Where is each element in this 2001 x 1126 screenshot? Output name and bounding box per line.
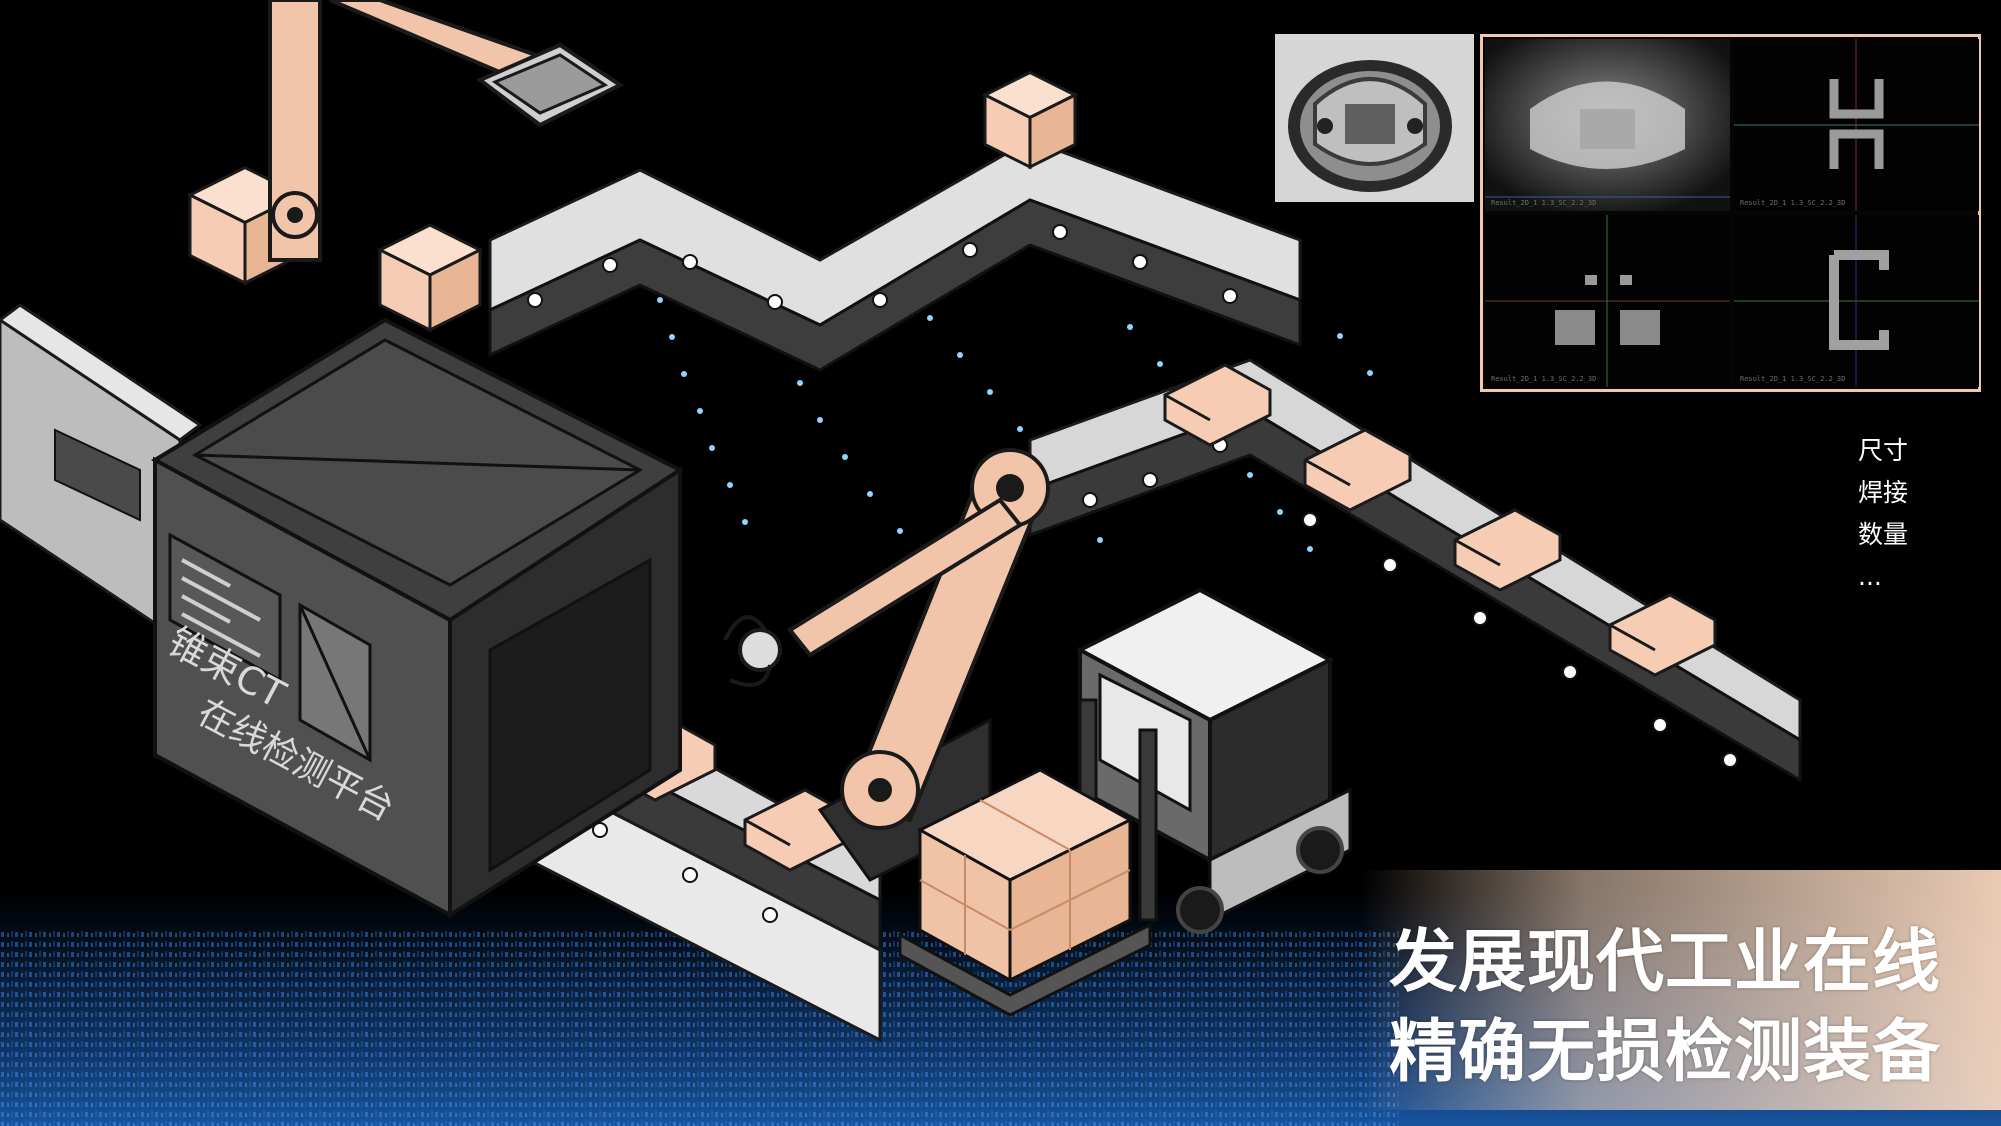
cargo-box-face xyxy=(1028,92,1077,170)
left-feed-conveyor xyxy=(0,303,203,643)
data-stream-dot xyxy=(1277,509,1283,515)
data-stream-dot xyxy=(669,334,675,340)
feature-item-more: ... xyxy=(1858,562,1882,591)
ct-slice-xz xyxy=(1485,215,1730,387)
data-stream-dot xyxy=(1157,361,1163,367)
data-stream-dot xyxy=(709,445,715,451)
data-stream-dot xyxy=(681,371,687,377)
ct-slice-xy xyxy=(1734,39,1979,211)
data-stream-dot xyxy=(697,408,703,414)
upper-conveyor xyxy=(488,138,1302,372)
ct-view-slice-yz[interactable]: Result_2D_1 1.3_SC_2.2_3D xyxy=(1734,215,1979,387)
feature-item-size: 尺寸 xyxy=(1858,436,1909,465)
cargo-box-edge xyxy=(1454,538,1501,567)
data-stream-dot xyxy=(1097,537,1103,543)
data-stream-dot xyxy=(727,482,733,488)
pallet-stack xyxy=(898,768,1152,1017)
data-stream-dot xyxy=(657,297,663,303)
data-stream-dot xyxy=(1307,546,1313,552)
ct-view-label: Result_2D_1 1.3_SC_2.2_3D xyxy=(1491,375,1597,383)
data-stream-dot xyxy=(867,491,873,497)
ct-view-label: Result_2D_1 1.3_SC_2.2_3D xyxy=(1740,199,1846,207)
sample-photo xyxy=(1275,34,1474,202)
headline-line-1: 发展现代工业在线 xyxy=(1388,923,1941,1002)
feature-item-welding: 焊接 xyxy=(1858,478,1909,507)
data-stream-dot xyxy=(987,389,993,395)
ct-3d-render xyxy=(1485,39,1730,211)
cargo-box xyxy=(1608,593,1717,677)
cargo-box-edge xyxy=(744,818,791,847)
cargo-box-face xyxy=(428,247,482,333)
inspection-features-list: 尺寸 焊接 数量 ... xyxy=(1858,430,1908,598)
ct-view-label: Result_2D_1 1.3_SC_2.2_3D xyxy=(1491,199,1597,207)
cargo-box xyxy=(1163,363,1272,447)
data-stream-dot xyxy=(927,315,933,321)
ct-slice-yz xyxy=(1734,215,1979,387)
headline-line-2: 精确无损检测装备 xyxy=(1388,1013,1941,1092)
headline-banner: 发展现代工业在线 精确无损检测装备 xyxy=(1360,870,2001,1110)
ct-view-label: Result_2D_1 1.3_SC_2.2_3D xyxy=(1740,375,1846,383)
data-stream-dot xyxy=(1247,472,1253,478)
data-stream-dot xyxy=(842,454,848,460)
cargo-box-edge xyxy=(1304,458,1351,487)
cargo-box-edge xyxy=(1609,623,1656,652)
data-stream-dot xyxy=(742,519,748,525)
feature-item-quantity: 数量 xyxy=(1858,520,1909,549)
data-stream-dot xyxy=(817,417,823,423)
ct-view-slice-xz[interactable]: Result_2D_1 1.3_SC_2.2_3D xyxy=(1485,215,1730,387)
top-robot-arm xyxy=(268,0,624,262)
data-stream-dot xyxy=(1367,370,1373,376)
data-stream-dot xyxy=(797,380,803,386)
piston-image xyxy=(1275,34,1474,202)
data-stream-dot xyxy=(1337,333,1343,339)
ct-machine: 锥束CT 在线检测平台 xyxy=(150,317,684,919)
ct-view-3d[interactable]: Result_2D_1 1.3_SC_2.2_3D xyxy=(1485,39,1730,211)
cargo-box-edge xyxy=(1164,393,1211,422)
data-stream-dot xyxy=(957,352,963,358)
cargo-box xyxy=(1303,428,1412,512)
data-stream-dot xyxy=(1127,324,1133,330)
data-stream-dot xyxy=(897,528,903,534)
cargo-box xyxy=(1453,508,1562,592)
forklift xyxy=(1075,587,1352,934)
ct-viewer-panel: Result_2D_1 1.3_SC_2.2_3D Result_2D_1 1.… xyxy=(1480,34,1981,392)
ct-view-slice-xy[interactable]: Result_2D_1 1.3_SC_2.2_3D xyxy=(1734,39,1979,211)
data-stream-dot xyxy=(1017,426,1023,432)
